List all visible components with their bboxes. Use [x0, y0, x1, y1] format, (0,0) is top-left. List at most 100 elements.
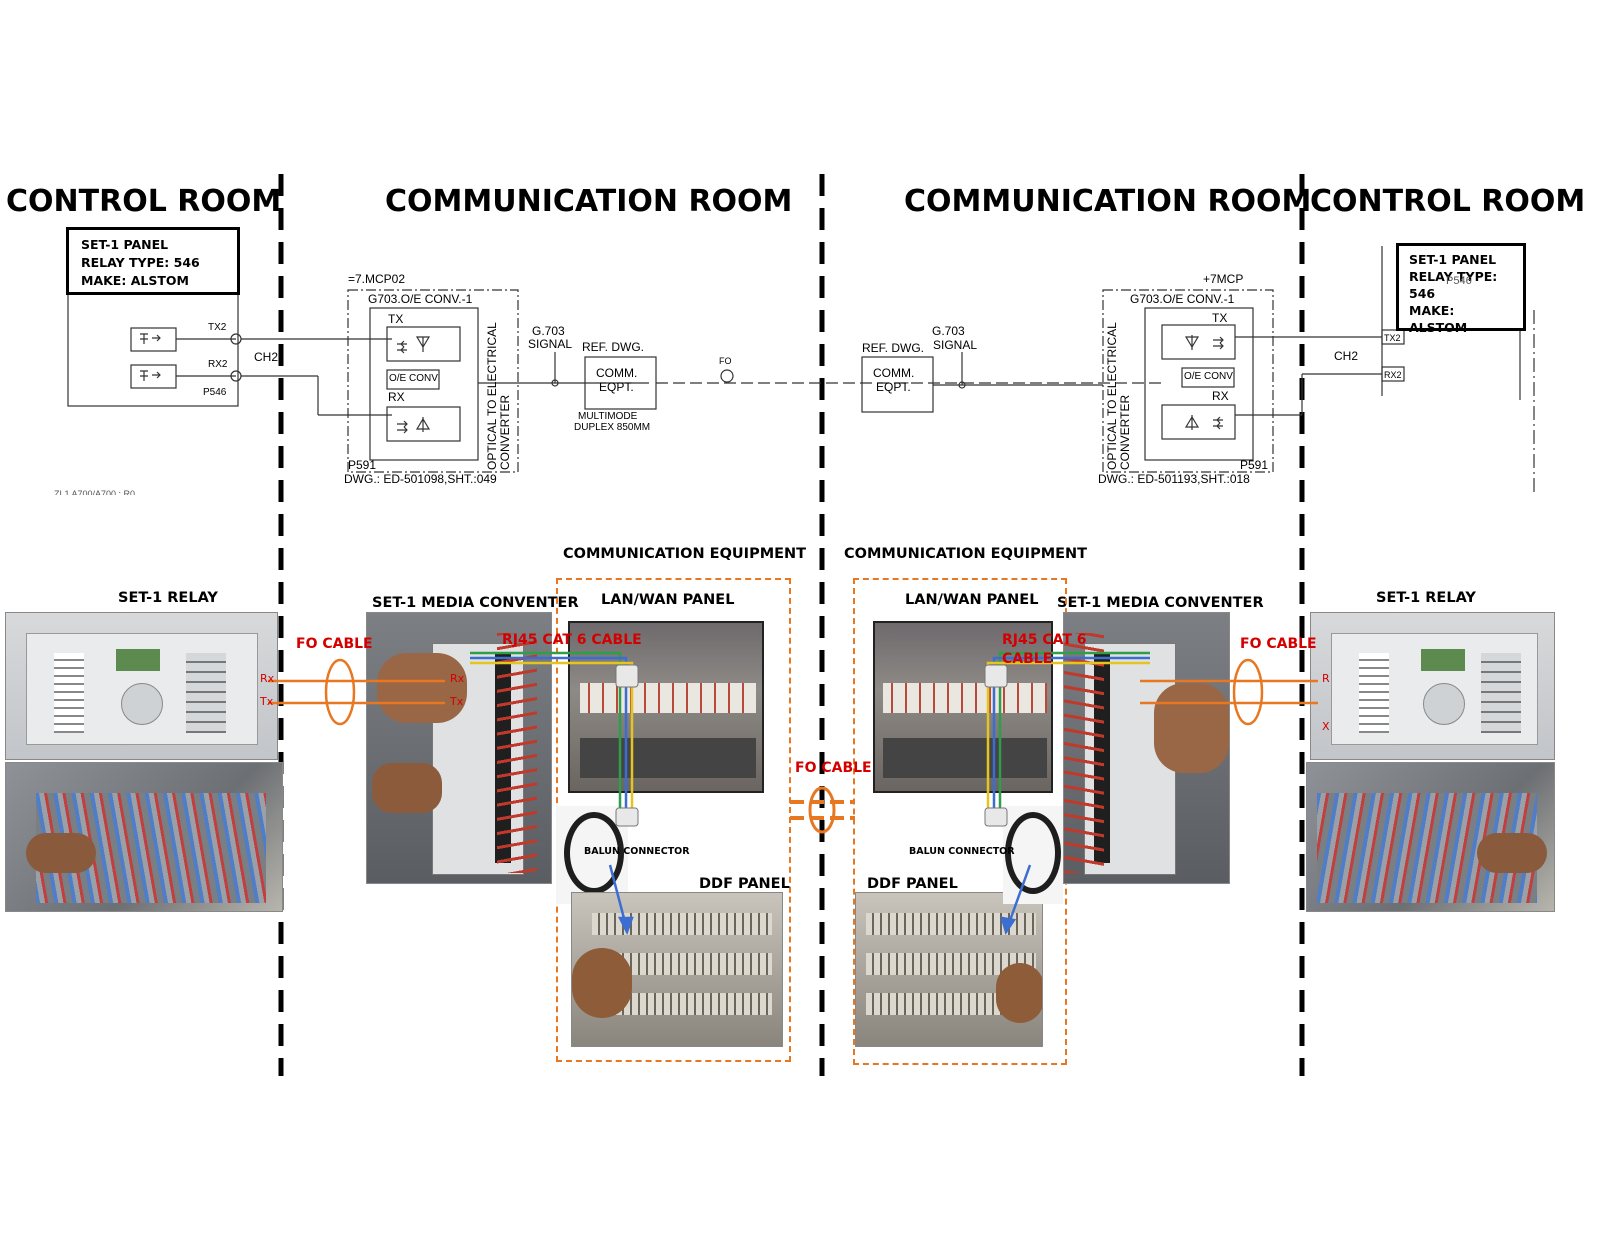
- multimode-label: MULTIMODE: [578, 411, 638, 422]
- right-signal-label: SIGNAL: [933, 338, 978, 352]
- left-g703-label: G.703: [532, 324, 565, 338]
- left-relay-photo: [5, 612, 278, 760]
- right-rx-module: [1161, 404, 1236, 440]
- left-rx-label: RX: [388, 390, 405, 404]
- right-ddf-title: DDF PANEL: [867, 876, 958, 892]
- left-media-rx-label: Rx: [450, 672, 465, 685]
- left-media-converter-title: SET-1 MEDIA CONVENTER: [372, 595, 579, 611]
- right-balun-photo: [1003, 806, 1063, 904]
- left-ch2-label: CH2: [254, 350, 279, 364]
- left-fo-cable-label: FO CABLE: [296, 636, 373, 652]
- left-comm-label: COMM.: [596, 366, 638, 380]
- left-panel-line1: SET-1 PANEL: [81, 237, 169, 252]
- right-media-converter-title: SET-1 MEDIA CONVENTER: [1057, 595, 1264, 611]
- left-tx-label: TX: [388, 312, 404, 326]
- right-cabinet: [1102, 289, 1274, 473]
- right-relay-photo: [1310, 612, 1555, 760]
- left-rx-module: [386, 406, 461, 442]
- right-converter-box: [1144, 307, 1254, 461]
- right-ch2-label: CH2: [1334, 349, 1359, 363]
- duplex-label: DUPLEX 850MM: [574, 422, 651, 433]
- right-rj45-yellow: [986, 661, 1150, 810]
- right-rj45-green: [998, 651, 1150, 810]
- right-balun-label: BALUN CONNECTOR: [909, 846, 1015, 857]
- left-oe-module: [386, 369, 440, 390]
- left-cabinet: [347, 289, 519, 473]
- right-rj45-label-1: RJ45 CAT 6: [1002, 632, 1087, 648]
- right-oe-label: O/E CONV: [1184, 371, 1233, 382]
- right-rj45-label-2: CABLE: [1002, 651, 1053, 667]
- left-panel-info: SET-1 PANEL RELAY TYPE: 546 MAKE: ALSTOM: [66, 227, 240, 295]
- right-eqpt-label: EQPT.: [876, 380, 911, 394]
- room-heading-right-control: CONTROL ROOM: [1310, 184, 1586, 219]
- center-fo-cable-label: FO CABLE: [795, 760, 872, 776]
- left-rj45-yellow: [470, 661, 634, 810]
- left-signal-label: SIGNAL: [528, 337, 573, 351]
- right-lan-wan-title: LAN/WAN PANEL: [905, 592, 1039, 608]
- right-g703-label: G.703: [932, 324, 965, 338]
- right-rx-label: RX: [1212, 389, 1229, 403]
- room-heading-left-control: CONTROL ROOM: [6, 184, 282, 219]
- right-p591-label: P591: [1240, 458, 1269, 472]
- right-tx-module: [1161, 324, 1236, 360]
- right-panel-line3: 546: [1409, 286, 1436, 301]
- right-oe-module: [1181, 367, 1235, 388]
- right-panel-info: SET-1 PANEL RELAY TYPE: 546 MAKE: ALSTOM: [1396, 243, 1526, 335]
- right-comm-equipment-title: COMMUNICATION EQUIPMENT: [844, 546, 1088, 562]
- right-panel-line2: RELAY TYPE:: [1409, 269, 1498, 284]
- right-rx2-label: RX2: [1384, 370, 1402, 380]
- left-relay-rx-label: Rx: [260, 672, 275, 685]
- left-converter-title: G703.O/E CONV.-1: [368, 292, 473, 306]
- room-heading-right-comm: COMMUNICATION ROOM: [904, 184, 1312, 219]
- left-panel-line2: RELAY TYPE: 546: [81, 255, 200, 270]
- right-comm-label: COMM.: [873, 366, 915, 380]
- left-cabinet-label: =7.MCP02: [348, 272, 406, 286]
- left-footer-label: ZL1 A700/A700 : R0: [54, 489, 136, 495]
- left-media-tx-label: Tx: [450, 695, 464, 708]
- room-heading-left-comm: COMMUNICATION ROOM: [385, 184, 793, 219]
- left-rj45-green: [470, 651, 622, 810]
- right-ddf-arrow: [1006, 864, 1032, 927]
- center-fo-cable-ellipse: [808, 786, 836, 834]
- left-rj45-plug-top: [615, 664, 639, 688]
- right-panel-line4: MAKE: ALSTOM: [1409, 303, 1468, 335]
- left-fo-cable-ellipse: [324, 658, 356, 726]
- right-relay-title: SET-1 RELAY: [1376, 590, 1476, 606]
- left-panel-line3: MAKE: ALSTOM: [81, 273, 189, 288]
- left-ddf-title: DDF PANEL: [699, 876, 790, 892]
- right-fo-cable-label: FO CABLE: [1240, 636, 1317, 652]
- right-cabinet-label: +7MCP: [1203, 272, 1244, 286]
- left-dwg-label: DWG.: ED-501098,SHT.:049: [344, 472, 497, 486]
- left-relay-title: SET-1 RELAY: [118, 590, 218, 606]
- fo-label: FO: [719, 356, 732, 366]
- right-lan-wan-photo: [873, 621, 1053, 793]
- left-p591-label: P591: [348, 458, 377, 472]
- left-tx2-label: TX2: [208, 322, 227, 333]
- schematic-diagram: [67, 246, 1535, 495]
- right-relay-x-label: X: [1322, 720, 1330, 733]
- right-rj45-blue: [992, 656, 1150, 810]
- right-wiring-photo: [1306, 762, 1555, 912]
- right-rj45-plug-top: [984, 664, 1008, 688]
- left-relay-tx-label: Tx: [260, 695, 274, 708]
- left-ddf-arrow: [608, 864, 628, 927]
- right-converter-title: G703.O/E CONV.-1: [1130, 292, 1235, 306]
- right-panel-line1: SET-1 PANEL: [1409, 252, 1497, 267]
- left-rj45-label: RJ45 CAT 6 CABLE: [502, 632, 642, 648]
- left-lan-wan-title: LAN/WAN PANEL: [601, 592, 735, 608]
- fo-marker: [720, 369, 734, 383]
- right-relay-model-overlay: P546: [1446, 275, 1472, 287]
- left-rj45-plug-bottom: [615, 807, 639, 827]
- left-rx2-label: RX2: [208, 359, 228, 370]
- right-rj45-plug-bottom: [984, 807, 1008, 827]
- left-comm-equipment-title: COMMUNICATION EQUIPMENT: [563, 546, 807, 562]
- left-eqpt-label: EQPT.: [599, 380, 634, 394]
- left-rj45-blue: [470, 656, 628, 810]
- right-tx2-label: TX2: [1384, 333, 1401, 343]
- right-dwg-label: DWG.: ED-501193,SHT.:018: [1098, 472, 1250, 486]
- left-relay-model: P546: [203, 387, 227, 398]
- right-relay-r-label: R: [1322, 672, 1330, 685]
- left-media-converter-photo: [366, 612, 552, 884]
